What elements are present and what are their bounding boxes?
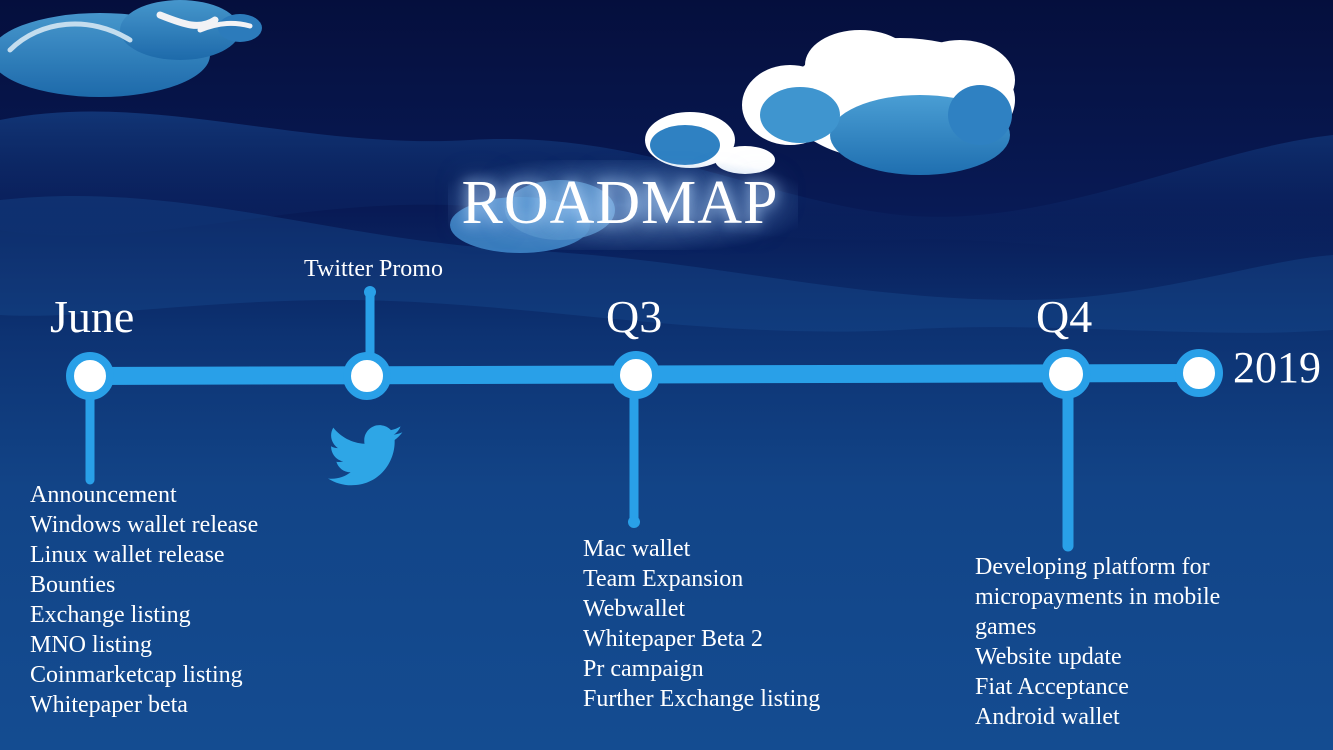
list-item: Team Expansion bbox=[583, 566, 744, 592]
title-glow bbox=[448, 160, 798, 250]
timeline-node-june bbox=[66, 352, 114, 400]
list-item: Further Exchange listing bbox=[583, 686, 821, 712]
milestone-list-q3: Mac wallet Team Expansion Webwallet Whit… bbox=[583, 534, 820, 714]
list-item: Whitepaper Beta 2 bbox=[583, 626, 763, 652]
list-item: Developing platform for micropayments in… bbox=[975, 554, 1221, 640]
list-item: Android wallet bbox=[975, 704, 1120, 730]
cloud-top-left bbox=[0, 0, 262, 97]
milestone-list-q4: Developing platform for micropayments in… bbox=[975, 552, 1245, 732]
list-item: Fiat Acceptance bbox=[975, 674, 1129, 700]
list-item: Pr campaign bbox=[583, 656, 704, 682]
timeline-node-twitter bbox=[343, 352, 391, 400]
list-item: Mac wallet bbox=[583, 536, 691, 562]
cloud-top-right bbox=[645, 30, 1015, 175]
list-item: Webwallet bbox=[583, 596, 686, 622]
list-item: Coinmarketcap listing bbox=[30, 662, 243, 688]
twitter-bird-icon bbox=[328, 425, 403, 486]
list-item: Bounties bbox=[30, 572, 116, 598]
list-item: Whitepaper beta bbox=[30, 692, 188, 718]
milestone-list-june: Announcement Windows wallet release Linu… bbox=[30, 480, 258, 720]
stem-twitter-cap bbox=[364, 286, 376, 298]
milestone-label-2019: 2019 bbox=[1233, 343, 1321, 392]
milestone-label-june: June bbox=[50, 291, 135, 342]
timeline-node-q3 bbox=[612, 351, 660, 399]
list-item: Linux wallet release bbox=[30, 542, 225, 568]
list-item: Exchange listing bbox=[30, 602, 191, 628]
list-item: Windows wallet release bbox=[30, 512, 259, 538]
list-item: Announcement bbox=[30, 482, 177, 508]
timeline-node-2019 bbox=[1175, 349, 1223, 397]
stem-q3-cap bbox=[628, 516, 640, 528]
milestone-label-q4: Q4 bbox=[1036, 291, 1093, 342]
milestone-label-q3: Q3 bbox=[606, 291, 663, 342]
list-item: MNO listing bbox=[30, 632, 153, 658]
timeline-node-q4 bbox=[1041, 349, 1091, 399]
page-title: ROADMAP bbox=[461, 169, 779, 237]
list-item: Website update bbox=[975, 644, 1122, 670]
milestone-label-twitter: Twitter Promo bbox=[304, 256, 443, 282]
